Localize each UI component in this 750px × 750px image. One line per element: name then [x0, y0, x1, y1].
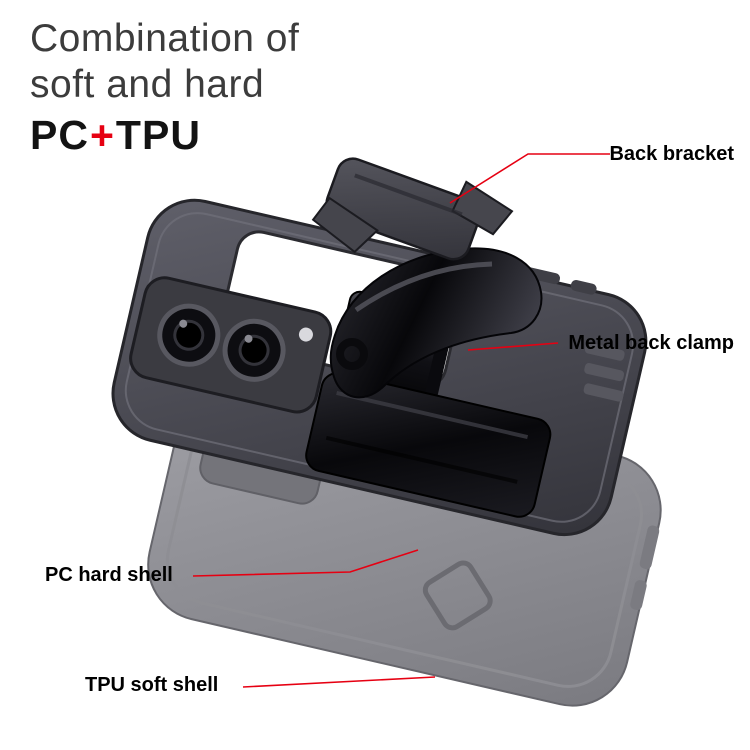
camera-lens-1-inner	[173, 319, 205, 351]
holster-ridge-2	[325, 435, 518, 484]
label-pc-hard-shell: PC hard shell	[45, 564, 173, 586]
ridge-2	[584, 363, 625, 382]
camera-flash	[298, 327, 313, 342]
metal-back-clamp-leader-line	[467, 342, 559, 351]
shell-corner-ridges	[583, 342, 625, 402]
tpu-side-button	[639, 525, 660, 570]
label-back-bracket: Back bracket	[609, 143, 734, 165]
bracket-wing	[311, 196, 379, 254]
camera-lens-2-inner	[238, 334, 270, 366]
ridge-1	[584, 342, 625, 361]
title-plus-sign: +	[89, 112, 115, 159]
tpu-side-button-2	[630, 580, 647, 611]
side-button-2	[570, 280, 597, 295]
pc-hard-shell-leader-line	[192, 549, 419, 577]
lens-highlight-2	[244, 334, 253, 343]
leader-lines	[192, 153, 610, 688]
bracket-tab	[451, 180, 514, 236]
tpu-diamond-detail	[422, 560, 493, 631]
title-line-2: soft and hard	[30, 63, 265, 107]
clamp-body	[329, 247, 543, 399]
holster-ridge-1	[336, 391, 529, 439]
title-line-1: Combination of	[30, 17, 300, 60]
camera-module	[129, 276, 333, 414]
label-metal-back-clamp: Metal back clamp	[568, 332, 734, 354]
bracket-body	[325, 157, 482, 261]
title-block: Combination of soft and hard PC+TPU	[30, 16, 299, 159]
title-pc-text: PC	[30, 112, 89, 159]
clamp-hook	[336, 338, 368, 370]
clamp-highlight	[354, 261, 493, 313]
label-tpu-soft-shell: TPU soft shell	[85, 674, 219, 696]
tpu-soft-shell-leader-line	[242, 676, 436, 688]
lens-highlight-1	[179, 319, 188, 328]
title-line-3: PC+TPU	[30, 111, 299, 159]
back-bracket	[311, 157, 514, 261]
holster-plate	[305, 372, 552, 518]
ridge-3	[583, 383, 624, 402]
metal-back-clamp	[329, 247, 543, 399]
bracket-groove	[354, 173, 463, 217]
title-tpu-text: TPU	[115, 112, 201, 159]
back-bracket-leader-line	[449, 153, 610, 204]
